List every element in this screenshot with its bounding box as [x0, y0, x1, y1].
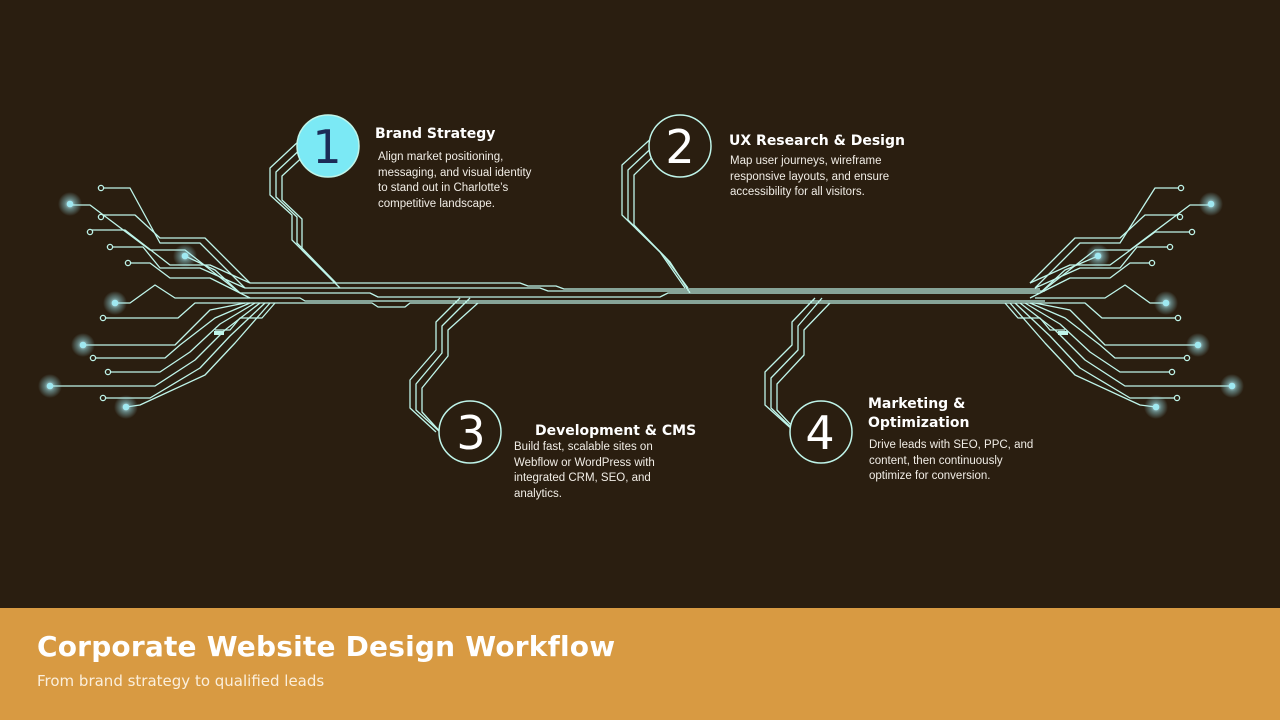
footer-banner [0, 608, 1280, 720]
step-1-marker: 1 [296, 114, 360, 178]
circuit-diagram: 1 2 3 4 [38, 114, 1244, 464]
step-4-description: Drive leads with SEO, PPC, and content, … [869, 439, 1034, 482]
step-3-marker: 3 [438, 400, 502, 464]
step-4-title: Marketing & Optimization [868, 396, 970, 431]
step-3-title: Development & CMS [535, 423, 697, 439]
step-2-number: 2 [665, 120, 694, 174]
page-subtitle: From brand strategy to qualified leads [37, 672, 325, 690]
step-4-number: 4 [805, 406, 834, 460]
step-2-description: Map user journeys, wireframe responsive … [730, 155, 890, 198]
step-3-description: Build fast, scalable sites on Webflow or… [514, 441, 655, 500]
circuit-traces [50, 134, 1232, 441]
step-1-description: Align market positioning, messaging, and… [378, 151, 532, 210]
step-3-number: 3 [456, 406, 485, 460]
step-4-marker: 4 [789, 400, 853, 464]
step-1-number: 1 [312, 120, 341, 174]
step-2-title: UX Research & Design [729, 133, 905, 149]
trace-end-terminals [38, 184, 1244, 419]
step-1-title: Brand Strategy [375, 126, 496, 142]
page-title: Corporate Website Design Workflow [37, 630, 616, 663]
step-2-marker: 2 [648, 114, 712, 178]
